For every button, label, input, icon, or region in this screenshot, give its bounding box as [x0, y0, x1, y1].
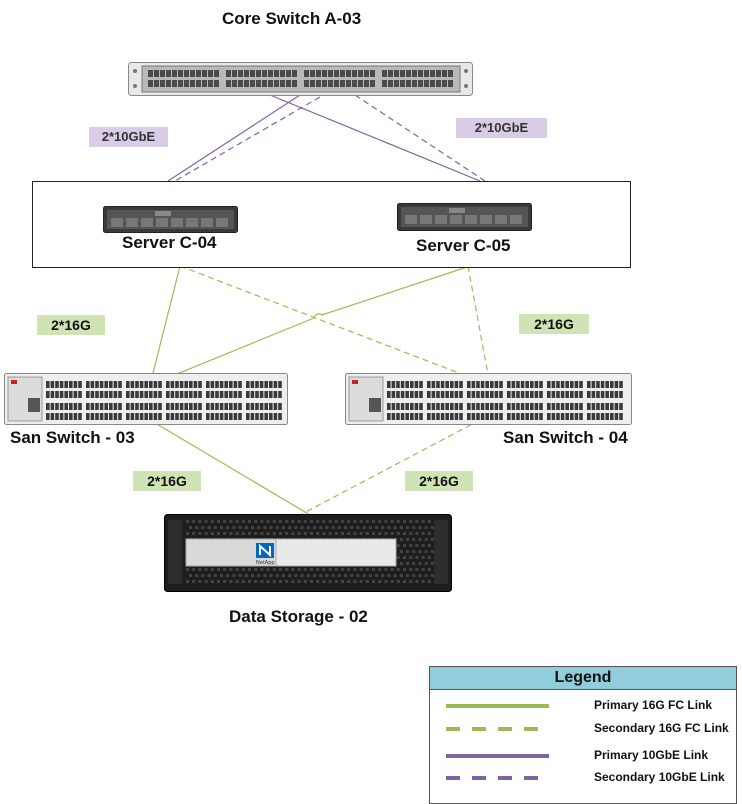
server-c04-icon[interactable] [103, 206, 238, 233]
secondary-fc-link-san04-storage [299, 419, 481, 516]
link-tag-core-right: 2*10GbE [456, 118, 547, 138]
link-tag-storage-left: 2*16G [133, 471, 201, 491]
primary-10gbe-link-server-c05 [269, 94, 481, 182]
server-c04-label: Server C-04 [122, 233, 217, 252]
core-switch-icon[interactable] [128, 62, 473, 97]
primary-10gbe-link-server-c04 [167, 94, 301, 182]
secondary-fc-link-c04-san04 [179, 265, 491, 386]
san-switch-04-label: San Switch - 04 [503, 428, 628, 447]
legend-line-secondary-10gbe [446, 776, 549, 780]
server-c05-label: Server C-05 [416, 236, 511, 255]
san-switch-04-icon[interactable] [345, 373, 632, 425]
core-switch-label: Core Switch A-03 [222, 9, 362, 28]
legend-label: Secondary 10GbE Link [594, 770, 725, 784]
server-c05-icon[interactable] [397, 203, 532, 231]
link-tag-core-left: 2*10GbE [89, 127, 168, 147]
legend-label: Primary 16G FC Link [594, 698, 713, 712]
secondary-10gbe-link-server-c05 [354, 94, 486, 182]
legend-line-primary-10gbe [446, 754, 549, 758]
legend-line-secondary-fc [446, 727, 549, 731]
legend-label: Primary 10GbE Link [594, 748, 709, 762]
primary-fc-link-c04-san03 [149, 265, 181, 386]
link-tag-storage-right: 2*16G [405, 471, 473, 491]
link-tag-server-right: 2*16G [519, 314, 589, 334]
legend-title: Legend [430, 667, 736, 690]
legend-label: Secondary 16G FC Link [594, 721, 729, 735]
legend-item-secondary-fc: Secondary 16G FC Link [430, 719, 736, 741]
legend-panel: Legend Primary 16G FC Link Secondary 16G… [429, 666, 737, 804]
netapp-logo-text: NetApp [256, 560, 275, 566]
legend-line-primary-fc [446, 704, 549, 708]
san-switch-03-icon[interactable] [4, 373, 288, 425]
data-storage-icon[interactable]: NetApp [164, 514, 452, 592]
data-storage-label: Data Storage - 02 [229, 607, 368, 626]
secondary-fc-link-c05-san04 [467, 265, 491, 386]
legend-item-primary-10gbe: Primary 10GbE Link [430, 746, 736, 768]
legend-item-secondary-10gbe: Secondary 10GbE Link [430, 768, 736, 790]
san-switch-03-label: San Switch - 03 [10, 428, 135, 447]
secondary-10gbe-link-server-c04 [174, 96, 321, 182]
primary-fc-link-san03-storage [149, 419, 311, 516]
primary-fc-link-c05-san03 [149, 265, 471, 386]
link-tag-server-left: 2*16G [37, 315, 105, 335]
legend-item-primary-fc: Primary 16G FC Link [430, 696, 736, 718]
